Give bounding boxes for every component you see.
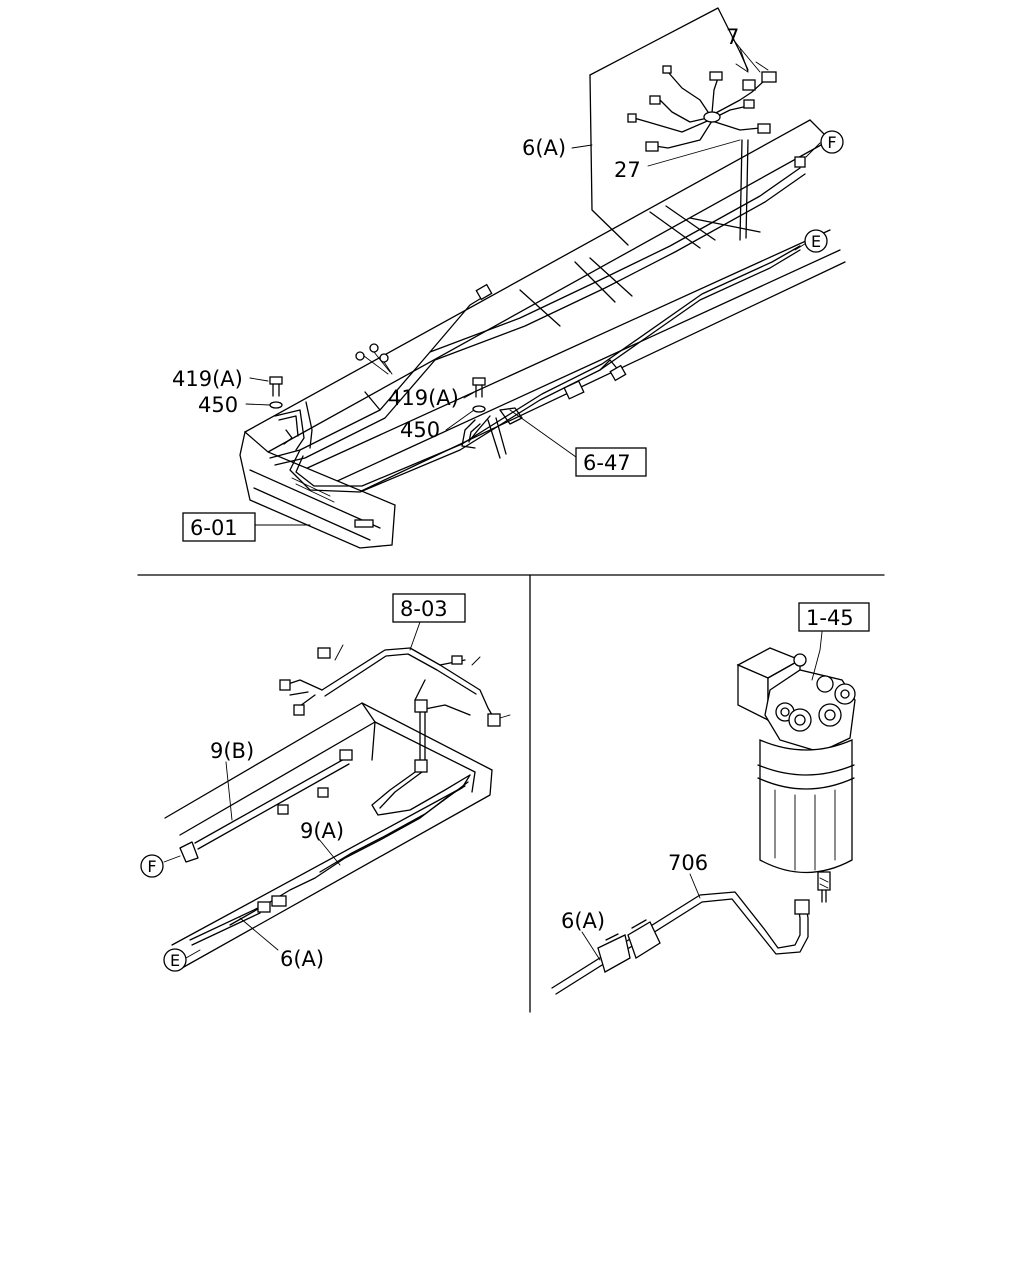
harness-9b (179, 749, 353, 863)
ref-circle-e-bottom: E (163, 948, 187, 972)
svg-text:1-45: 1-45 (806, 606, 854, 630)
svg-text:E: E (811, 232, 821, 251)
label-part-7: 7 (726, 25, 739, 49)
ref-box-8-03: 8-03 (392, 593, 466, 623)
label-part-9a: 9(A) (300, 819, 344, 843)
main-harness-6a (269, 139, 806, 493)
ref-circle-f-top: F (820, 130, 844, 154)
label-bolt-419a-middle: 419(A) (388, 386, 459, 410)
bottom-right-leaders (581, 631, 823, 961)
svg-text:6-01: 6-01 (190, 516, 238, 540)
label-part-6a-bottom-left: 6(A) (280, 947, 324, 971)
label-part-27: 27 (614, 158, 641, 182)
chassis-frame-assembly (244, 119, 846, 521)
washer-450-left (269, 401, 283, 409)
svg-text:F: F (827, 133, 836, 152)
label-washer-450-middle: 450 (400, 418, 440, 442)
harness-9a-loop (229, 711, 471, 926)
svg-text:F: F (147, 857, 156, 876)
ref-box-6-47: 6-47 (575, 447, 647, 477)
harness-bracket-middle (461, 419, 481, 449)
label-part-9b: 9(B) (210, 739, 254, 763)
top-leaders (245, 37, 821, 526)
svg-text:E: E (170, 951, 180, 970)
bolt-419a-middle (472, 377, 486, 398)
label-part-6a-top: 6(A) (522, 136, 566, 160)
svg-text:6-47: 6-47 (583, 451, 631, 475)
ref-circle-f-bottom: F (140, 854, 164, 878)
ref-box-1-45: 1-45 (798, 602, 870, 632)
harness-6a-bottom-left (189, 895, 287, 946)
ref-circle-e-top: E (804, 229, 828, 253)
washer-450-middle (472, 405, 486, 413)
harness-detail-7 (627, 61, 777, 152)
pipe-706 (551, 891, 810, 995)
ref-box-6-01: 6-01 (182, 512, 256, 542)
label-bolt-419a-left: 419(A) (172, 367, 243, 391)
label-part-706: 706 (668, 851, 708, 875)
harness-8-03 (279, 644, 511, 727)
bolt-419a-left (269, 376, 283, 397)
svg-text:8-03: 8-03 (400, 597, 448, 621)
label-part-6a-bottom-right: 6(A) (561, 909, 605, 933)
label-washer-450-left: 450 (198, 393, 238, 417)
fuel-filter-1-45 (736, 647, 856, 903)
grommet-6a-bottom-right (597, 919, 661, 973)
frame-rail-bottom-left (164, 702, 493, 969)
harness-detail-bracket (589, 7, 749, 246)
harness-bracket-left (274, 401, 313, 451)
bottom-left-leaders (163, 621, 421, 959)
